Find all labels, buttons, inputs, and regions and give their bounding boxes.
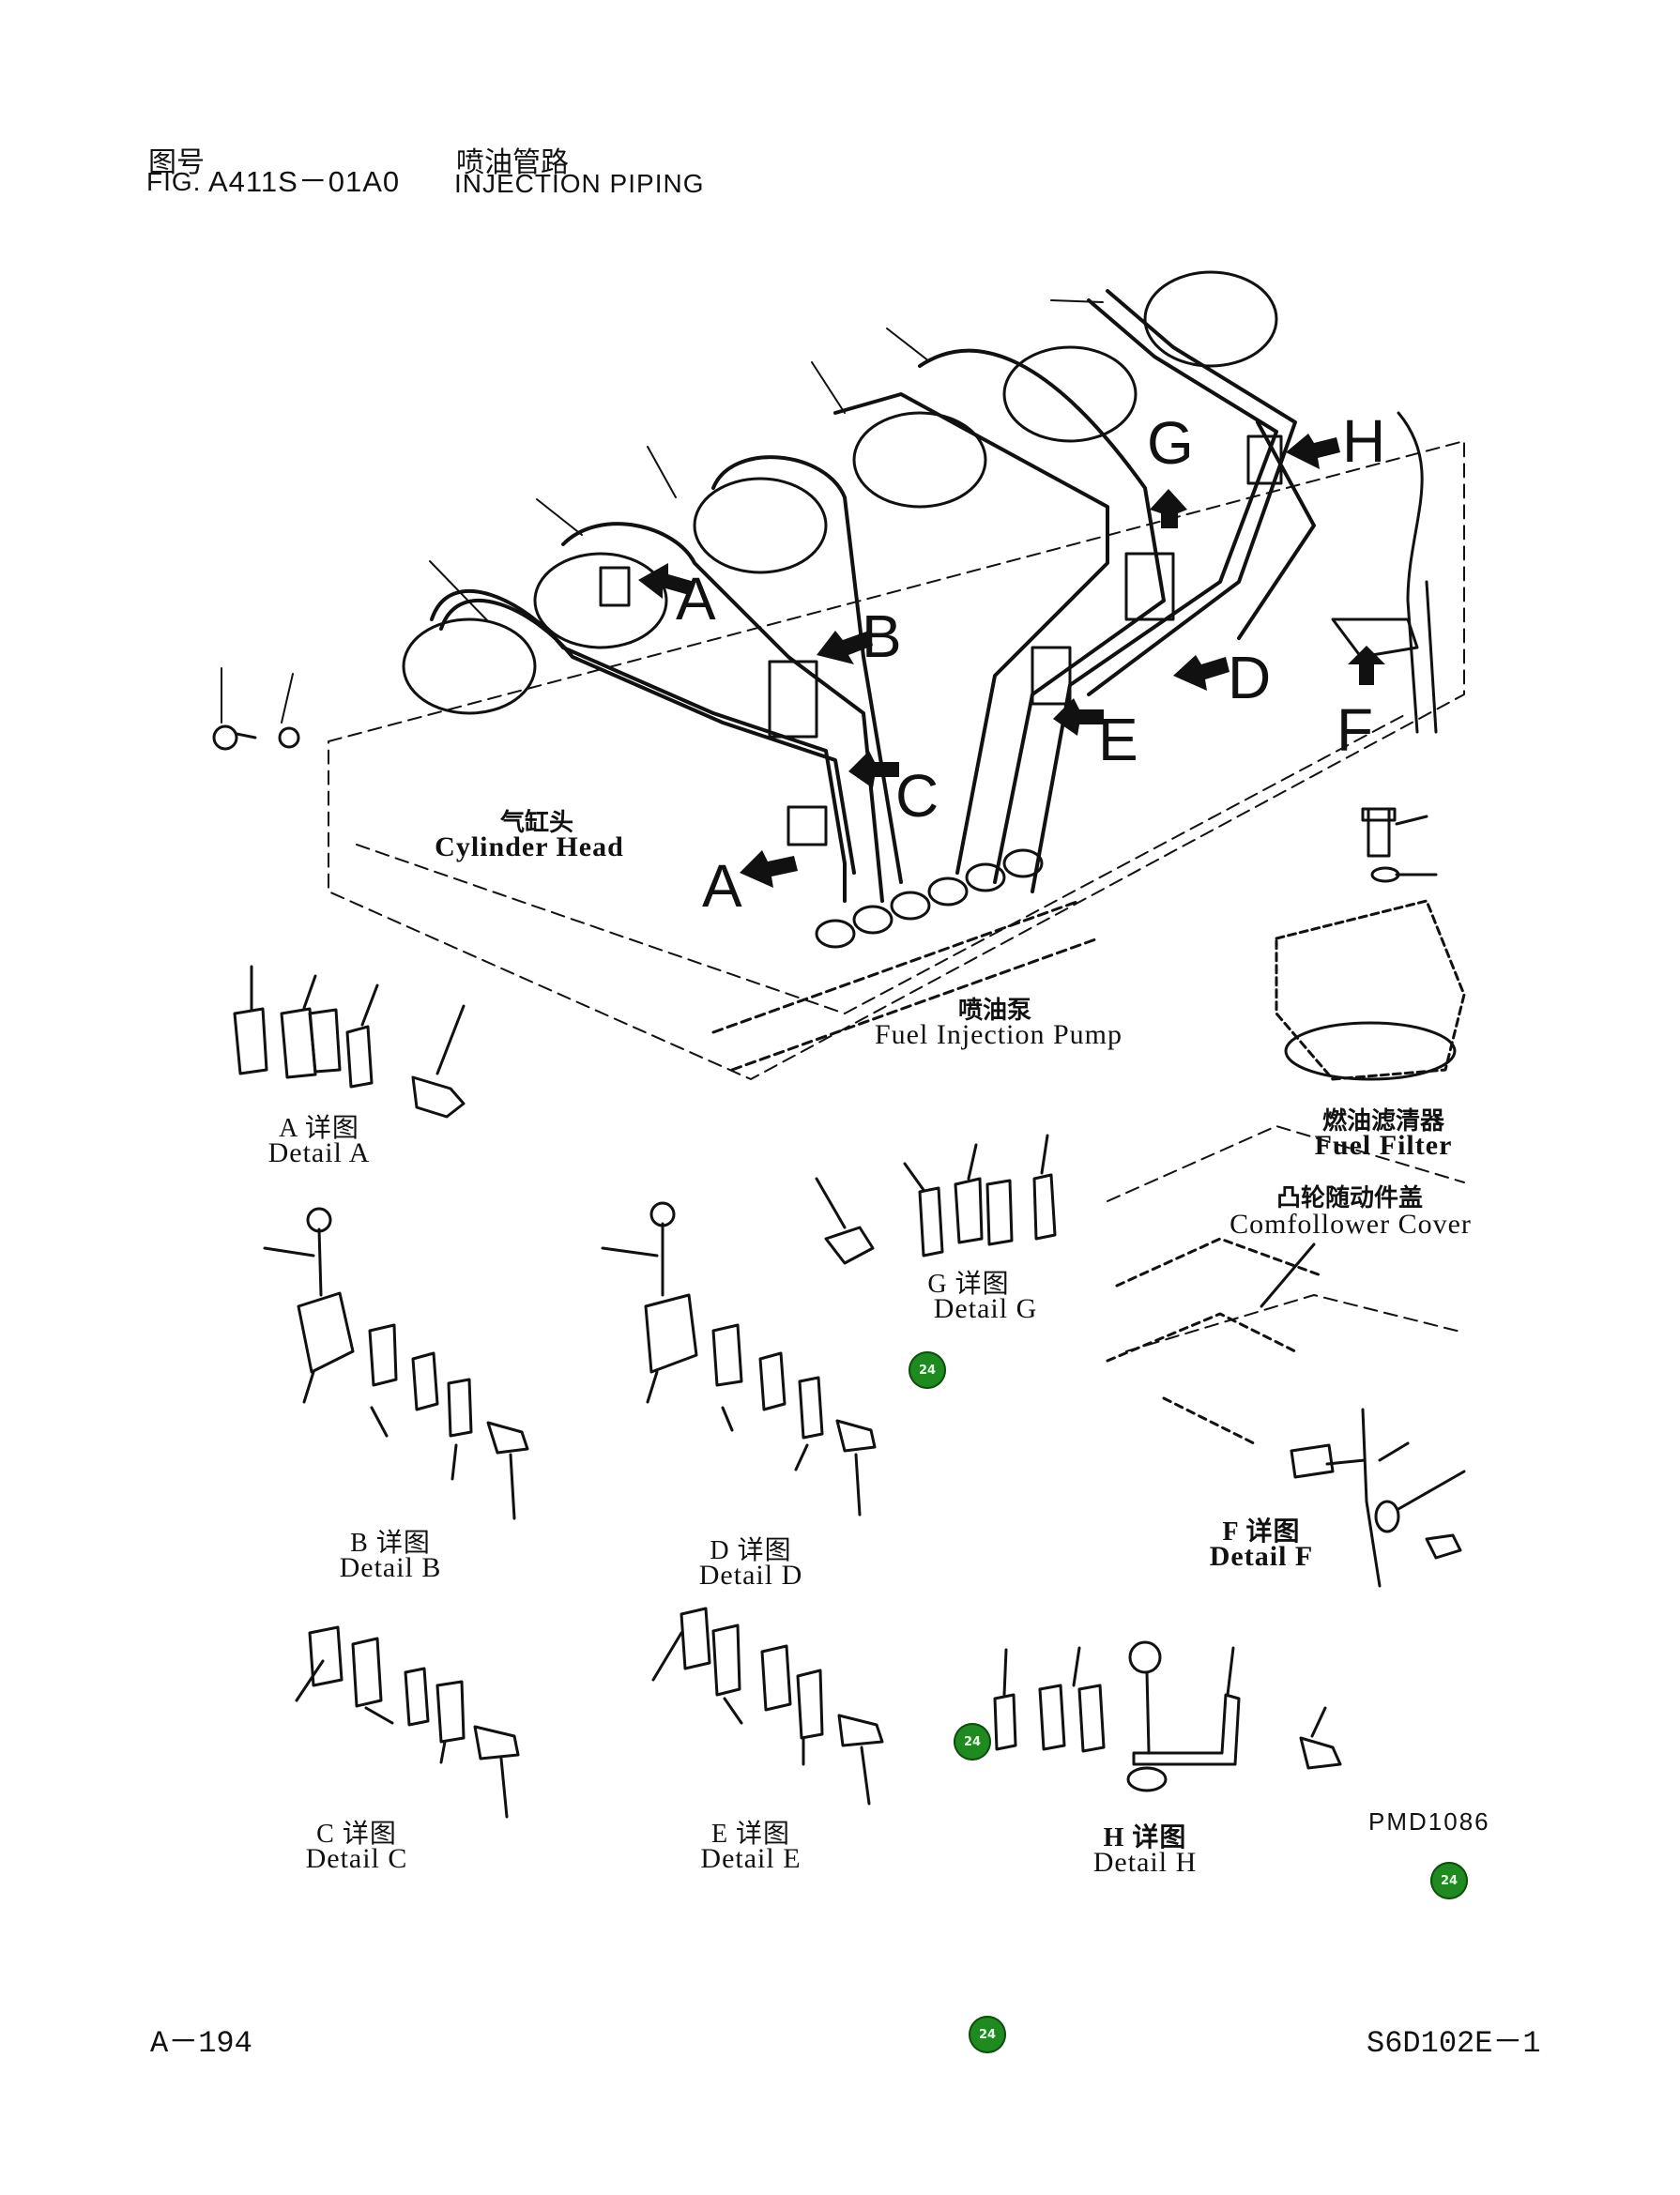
main-leaders — [221, 299, 1104, 724]
detail-h-label-cn: H 详图 — [1103, 1823, 1187, 1852]
callout-a-upper: A — [676, 565, 716, 633]
fuel-filter-drawing — [1275, 807, 1466, 1081]
pump-bank — [711, 848, 1100, 1072]
detail-b-parts — [263, 1207, 529, 1520]
page-badge-1[interactable]: 24 — [909, 1351, 946, 1389]
detail-g-parts — [815, 1134, 1057, 1265]
page-badge-4[interactable]: 24 — [969, 2016, 1006, 2053]
detail-e-parts — [651, 1607, 884, 1806]
page-badge-2[interactable]: 24 — [954, 1723, 991, 1761]
detail-f-label-cn: F 详图 — [1222, 1517, 1301, 1547]
callout-c: C — [895, 762, 939, 830]
detail-b-label-cn: B 详图 — [350, 1529, 431, 1558]
detail-g-label-en: Detail G — [933, 1293, 1038, 1324]
detail-d-label-cn: D 详图 — [710, 1536, 792, 1565]
detail-a-label-cn: A 详图 — [279, 1114, 359, 1143]
callout-b: B — [862, 602, 902, 670]
footer-model: S6D102E－1 — [1367, 2026, 1541, 2061]
fuel-filter-label-en: Fuel Filter — [1314, 1130, 1453, 1161]
cylinder-heads — [402, 270, 1278, 715]
main-clamps — [599, 434, 1283, 846]
loose-fasteners — [212, 724, 300, 751]
detail-a-parts — [233, 965, 466, 1119]
callout-f: F — [1336, 696, 1374, 764]
detail-f-label-en: Detail F — [1209, 1541, 1314, 1572]
title-cn: 喷油管路 — [456, 146, 569, 179]
footer-page-number: A－194 — [150, 2026, 252, 2061]
fuel-pump-label-cn: 喷油泵 — [957, 997, 1031, 1025]
detail-h-parts — [993, 1640, 1342, 1792]
page-badge-3[interactable]: 24 — [1430, 1862, 1468, 1899]
title-en: INJECTION PIPING — [454, 169, 705, 198]
cylinder-head-label-cn: 气缸头 — [499, 809, 573, 837]
callout-e: E — [1098, 706, 1138, 773]
fuel-pump-label-en: Fuel Injection Pump — [875, 1019, 1123, 1050]
detail-c-parts — [295, 1625, 520, 1819]
detail-e-label-cn: E 详图 — [710, 1820, 791, 1849]
fig-label-cn: 图号 — [148, 146, 205, 179]
detail-c-label-cn: C 详图 — [316, 1820, 397, 1849]
cam-cover-label-cn: 凸轮随动件盖 — [1275, 1184, 1423, 1212]
fuel-filter-label-cn: 燃油滤清器 — [1321, 1107, 1444, 1136]
callout-g: G — [1147, 409, 1194, 477]
detail-e-label-en: Detail E — [700, 1843, 802, 1874]
detail-h-label-en: Detail H — [1092, 1847, 1198, 1878]
cam-cover-label-en: Comfollower Cover — [1229, 1209, 1472, 1240]
cylinder-head-label-en: Cylinder Head — [435, 831, 624, 862]
detail-g-label-cn: G 详图 — [927, 1270, 1010, 1299]
detail-a-label-en: Detail A — [267, 1137, 371, 1168]
callout-h: H — [1342, 407, 1386, 475]
callout-d: D — [1228, 644, 1272, 711]
detail-b-label-en: Detail B — [339, 1552, 442, 1583]
callout-a-lower: A — [702, 852, 742, 920]
fig-label-en: FIG. — [146, 167, 202, 196]
engine-block-outline — [328, 440, 1465, 1352]
callout-arrows — [638, 434, 1385, 888]
detail-f-parts — [1106, 1237, 1466, 1588]
detail-c-label-en: Detail C — [305, 1843, 408, 1874]
drawing-code: PMD1086 — [1368, 1807, 1490, 1836]
fig-number: A411S－01A0 — [208, 165, 401, 198]
detail-d-parts — [601, 1201, 877, 1517]
detail-d-label-en: Detail D — [698, 1560, 803, 1591]
filter-pipe — [1331, 411, 1438, 734]
